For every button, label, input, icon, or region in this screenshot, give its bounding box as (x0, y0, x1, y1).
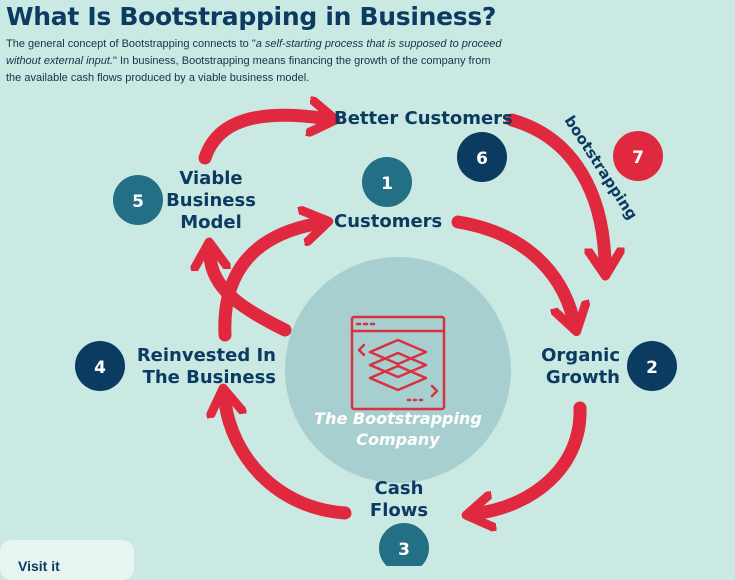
center-label: The Bootstrapping Company (314, 409, 482, 449)
intro-quote: a self-starting process that is supposed… (6, 38, 502, 67)
node-label-cash-flows: Cash Flows (369, 478, 429, 521)
badge-number: 5 (132, 192, 144, 212)
badge-number: 2 (646, 358, 658, 378)
badge-4: 4 (75, 341, 125, 391)
badge-5: 5 (113, 175, 163, 225)
node-label-customers: Customers (334, 211, 443, 232)
arrow-customers-to-growth (451, 215, 573, 318)
badge-7: 7 (613, 131, 663, 181)
node-label-reinvested: Reinvested In The Business (136, 345, 276, 388)
intro-text-start: The general concept of Bootstrapping con… (6, 38, 256, 50)
intro-text-end: " In business, Bootstrapping means finan… (6, 55, 491, 84)
badge-1: 1 (362, 157, 412, 207)
arrow-model-to-better-customers (198, 115, 322, 165)
intro-paragraph: The general concept of Bootstrapping con… (6, 36, 506, 87)
node-label-viable-business-model: Viable Business Model (166, 168, 256, 233)
node-label-better-customers: Better Customers (334, 108, 513, 129)
badge-number: 7 (632, 148, 644, 168)
arrow-growth-to-cash-flows (480, 401, 587, 513)
node-label-organic-growth: Organic Growth (541, 345, 620, 388)
badge-number: 4 (94, 358, 106, 378)
layered-stack-window-icon (350, 315, 446, 411)
badge-number: 6 (476, 149, 488, 169)
bootstrapping-cycle-diagram: 1 2 3 4 5 6 7 bootstrapping (75, 0, 677, 566)
arrow-cash-flows-to-reinvest (225, 402, 352, 520)
arrow-better-customers-to-growth (505, 113, 605, 262)
badge-2: 2 (627, 341, 677, 391)
visit-card[interactable]: Visit it (0, 540, 134, 580)
badge-number: 3 (398, 540, 410, 560)
arrow-reinvest-to-model (210, 256, 292, 337)
badge-6: 6 (457, 132, 507, 182)
badge-3: 3 (379, 523, 429, 566)
center-circle (285, 257, 511, 483)
page-title: What Is Bootstrapping in Business? (6, 2, 497, 31)
visit-link[interactable]: Visit it (18, 558, 60, 574)
badge-number: 1 (381, 174, 393, 194)
arrow-reinvest-to-customers (218, 224, 315, 342)
